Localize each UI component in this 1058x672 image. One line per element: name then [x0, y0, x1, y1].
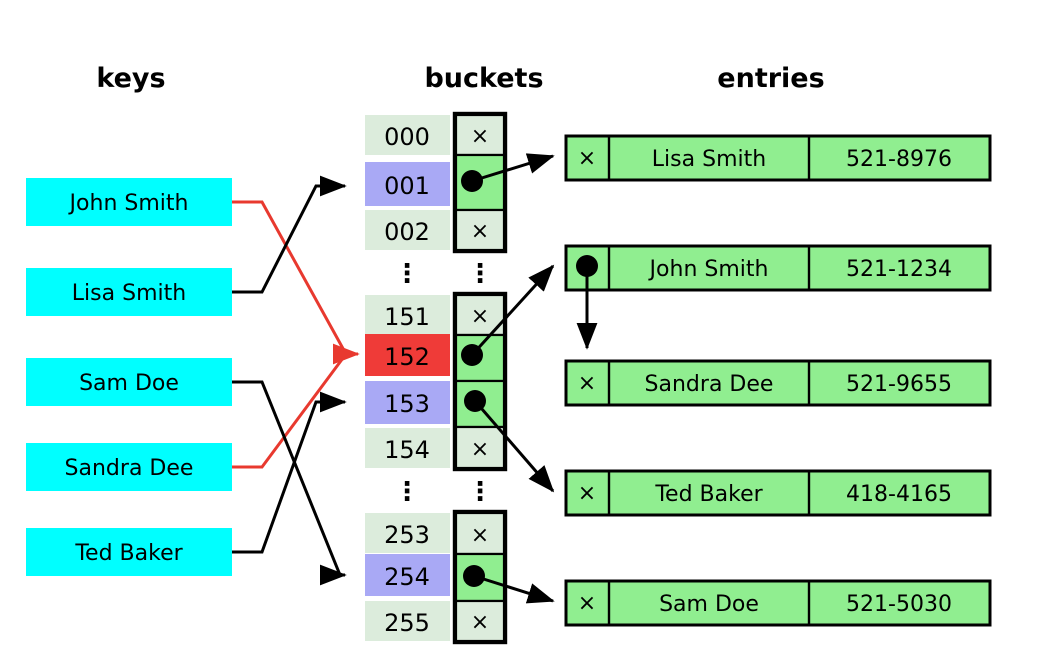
bucket-pointer-column: × × × × × × ⋮ ⋮ [452, 111, 508, 645]
key-item[interactable]: Sam Doe [26, 358, 232, 406]
bucket-index-label: 000 [384, 123, 430, 151]
bucket-index-cell[interactable] [365, 381, 450, 424]
entry-box[interactable] [564, 469, 992, 517]
bucket-001-to-entry-arrow [471, 153, 555, 183]
entry-box[interactable] [564, 244, 992, 292]
entries-column: × Lisa Smith 521-8976 John Smith 521-123… [564, 134, 992, 627]
bucket-group-outline [452, 111, 508, 254]
bucket-index-cell[interactable] [365, 513, 450, 553]
entry-name: Sandra Dee [645, 372, 774, 397]
nil-icon: × [471, 523, 489, 548]
nil-icon: × [471, 610, 489, 635]
entry-name: Ted Baker [654, 482, 763, 507]
entry-box[interactable] [564, 579, 992, 627]
entry-box[interactable] [564, 134, 992, 182]
key-item[interactable]: Sandra Dee [26, 443, 232, 491]
bucket-152-to-entry-arrow [470, 264, 555, 357]
entry-row[interactable]: × Lisa Smith 521-8976 [564, 134, 992, 182]
entry-phone: 418-4165 [846, 482, 952, 507]
entry-phone: 521-5030 [846, 592, 952, 617]
bucket-index-cell[interactable] [365, 115, 450, 155]
bucket-index-cell[interactable] [365, 162, 450, 206]
bucket-153-to-entry-arrow [473, 400, 555, 493]
hash-link-sandra-dee [232, 353, 348, 469]
bucket-pointer-ellipsis: ⋮ [467, 477, 493, 507]
key-box[interactable] [26, 443, 232, 491]
bucket-pointer-cell[interactable] [454, 425, 506, 470]
key-box[interactable] [26, 358, 232, 406]
entry-phone: 521-8976 [846, 147, 952, 172]
bucket-index-label: 151 [384, 303, 430, 331]
bucket-entry-arrow-group [470, 153, 555, 604]
nil-icon: × [471, 219, 489, 244]
bucket-index-cell[interactable] [365, 601, 450, 641]
key-label: Ted Baker [74, 541, 183, 566]
column-title-buckets: buckets [424, 63, 543, 94]
key-label: Sam Doe [79, 371, 179, 396]
entry-row[interactable]: John Smith 521-1234 [564, 244, 992, 292]
bucket-index-cell[interactable] [365, 334, 450, 376]
nil-icon: × [471, 124, 489, 149]
bucket-index-cell[interactable] [365, 554, 450, 596]
entry-phone: 521-9655 [846, 372, 952, 397]
bucket-group-outline [452, 291, 508, 472]
key-box[interactable] [26, 528, 232, 576]
bucket-pointer-cell[interactable] [454, 208, 506, 252]
entry-row[interactable]: × Sam Doe 521-5030 [564, 579, 992, 627]
bucket-index-label: 001 [384, 172, 430, 200]
bucket-index-column: 000 001 002 151 152 153 154 253 254 255 … [365, 115, 450, 641]
entry-name: Sam Doe [659, 592, 759, 617]
entry-row[interactable]: × Ted Baker 418-4165 [564, 469, 992, 517]
bucket-index-label: 253 [384, 521, 430, 549]
key-box[interactable] [26, 178, 232, 226]
entry-name: John Smith [648, 257, 769, 282]
key-box[interactable] [26, 268, 232, 316]
bucket-index-cell[interactable] [365, 210, 450, 250]
nil-icon: × [471, 304, 489, 329]
bucket-index-label: 154 [384, 436, 430, 464]
entry-box[interactable] [564, 359, 992, 407]
bucket-index-label: 152 [384, 343, 430, 371]
entry-row[interactable]: × Sandra Dee 521-9655 [564, 359, 992, 407]
hash-link-group [232, 175, 360, 586]
bucket-index-label: 255 [384, 609, 430, 637]
bucket-group-outline [452, 509, 508, 645]
bucket-index-label: 153 [384, 390, 430, 418]
bucket-index-ellipsis: ⋮ [394, 477, 420, 507]
bucket-index-label: 002 [384, 218, 430, 246]
bucket-254-to-entry-arrow [473, 574, 555, 604]
nil-icon: × [471, 437, 489, 462]
bucket-index-cell[interactable] [365, 295, 450, 335]
nil-icon: × [578, 371, 596, 396]
key-label: John Smith [68, 191, 189, 216]
column-title-entries: entries [717, 63, 824, 94]
bucket-index-label: 254 [384, 563, 430, 591]
bucket-index-ellipsis: ⋮ [394, 259, 420, 289]
hash-link-sam-doe [232, 380, 347, 586]
entry-name: Lisa Smith [652, 147, 766, 172]
key-item[interactable]: Lisa Smith [26, 268, 232, 316]
key-item[interactable]: Ted Baker [26, 528, 232, 576]
bucket-index-cell[interactable] [365, 428, 450, 468]
entry-phone: 521-1234 [846, 257, 952, 282]
nil-icon: × [578, 481, 596, 506]
hash-link-lisa-smith [232, 175, 347, 294]
key-label: Lisa Smith [72, 281, 186, 306]
nil-icon: × [578, 591, 596, 616]
bucket-pointer-ellipsis: ⋮ [467, 259, 493, 289]
nil-icon: × [578, 146, 596, 171]
key-label: Sandra Dee [65, 456, 194, 481]
hash-link-john-smith [232, 200, 348, 355]
key-item[interactable]: John Smith [26, 178, 232, 226]
keys-column: John Smith Lisa Smith Sam Doe Sandra Dee… [26, 178, 232, 576]
column-title-keys: keys [96, 63, 165, 94]
hash-link-ted-baker [232, 391, 347, 554]
